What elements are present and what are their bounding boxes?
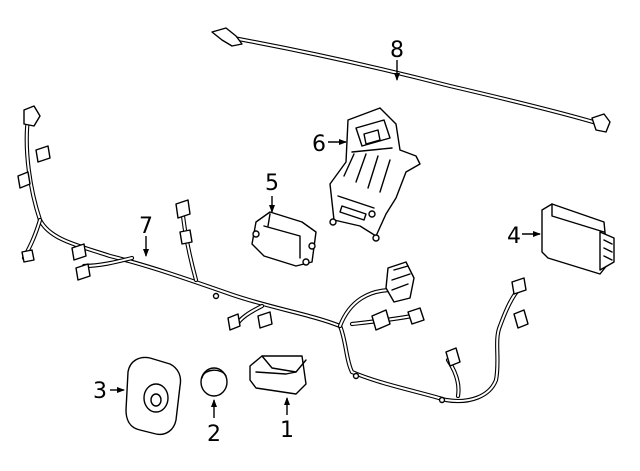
callout-6: 6 [312, 132, 326, 157]
part-2-sensor[interactable] [200, 367, 228, 397]
part-8-wire-strip[interactable] [211, 27, 611, 133]
part-6-mounting-bracket[interactable] [329, 107, 421, 242]
callout-3: 3 [93, 379, 107, 404]
callout-arrows [110, 60, 541, 418]
part-5-control-module[interactable] [251, 211, 317, 267]
callout-2: 2 [207, 422, 221, 447]
part-7-wiring-harness[interactable] [17, 105, 529, 404]
part-4-control-module[interactable] [541, 203, 615, 275]
part-3-sensor-bezel[interactable] [125, 356, 182, 436]
callout-8: 8 [390, 38, 404, 63]
part-1-sensor-block[interactable] [249, 355, 307, 395]
callout-5: 5 [265, 171, 279, 196]
callout-1: 1 [280, 418, 294, 443]
callout-4: 4 [507, 224, 521, 249]
callout-7: 7 [139, 214, 153, 239]
